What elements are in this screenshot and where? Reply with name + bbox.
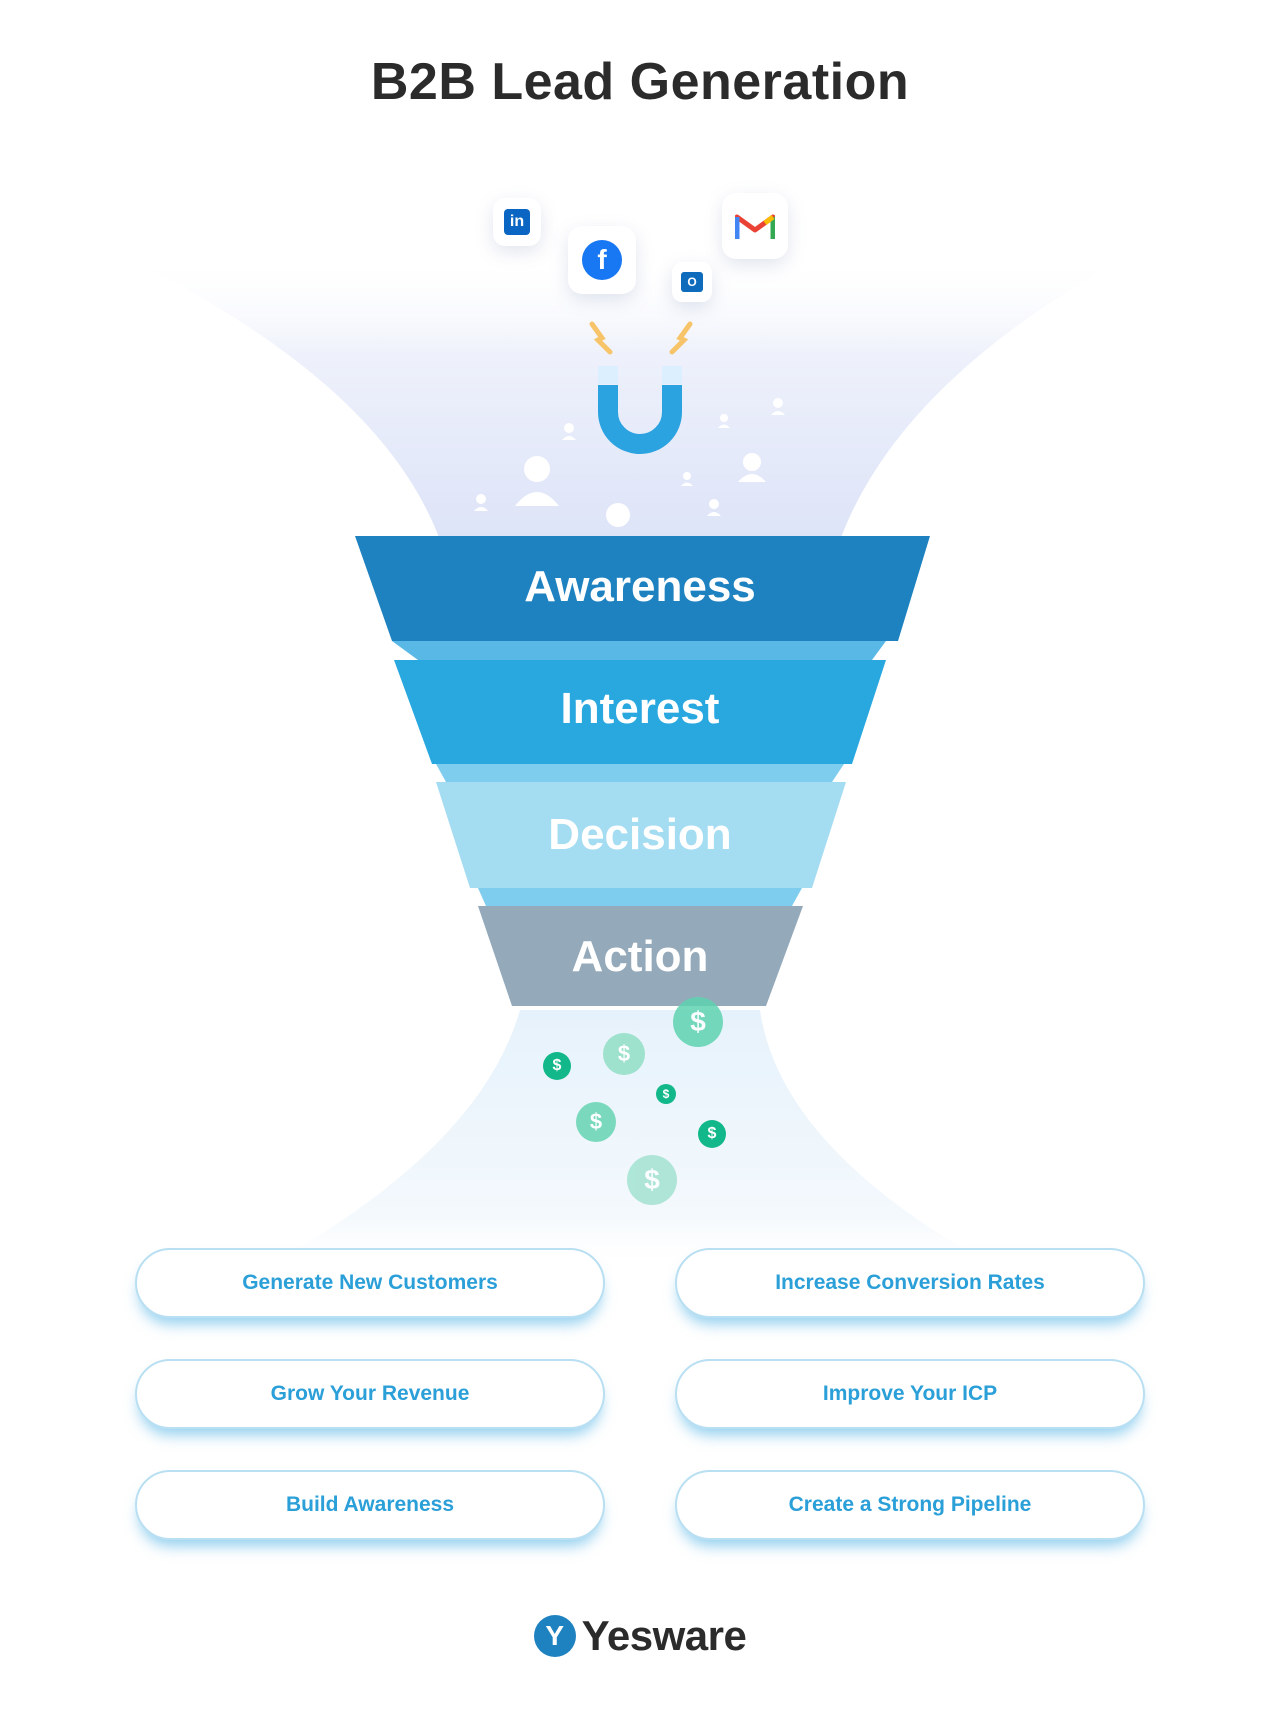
- funnel-fold-3: [478, 888, 802, 906]
- magnet-icon: [598, 366, 682, 454]
- benefit-generate-new-customers: Generate New Customers: [135, 1248, 605, 1318]
- stage-decision-label: Decision: [548, 810, 732, 859]
- dollar-coin-icon: $: [576, 1102, 616, 1142]
- stage-awareness-label: Awareness: [524, 562, 756, 611]
- linkedin-tile: in: [493, 198, 541, 246]
- linkedin-icon: in: [504, 209, 530, 235]
- dollar-coin-icon: $: [603, 1033, 645, 1075]
- benefit-create-a-strong-pipeline: Create a Strong Pipeline: [675, 1470, 1145, 1540]
- brand-name: Yesware: [581, 1612, 747, 1659]
- stage-interest-label: Interest: [560, 684, 720, 733]
- dollar-coin-icon: $: [673, 997, 723, 1047]
- stage-action-label: Action: [571, 932, 709, 981]
- spark-left-icon: [589, 321, 613, 355]
- facebook-icon: f: [582, 240, 622, 280]
- brand-logo: Y Yesware: [0, 1612, 1280, 1660]
- dollar-coin-icon: $: [543, 1052, 571, 1080]
- facebook-tile: f: [568, 226, 636, 294]
- benefit-improve-your-icp: Improve Your ICP: [675, 1359, 1145, 1429]
- yesware-logo-icon: Y: [533, 1615, 576, 1657]
- people-icons: [474, 398, 785, 548]
- outlook-tile: O: [672, 262, 712, 302]
- outlook-icon: O: [681, 272, 703, 292]
- benefit-grow-your-revenue: Grow Your Revenue: [135, 1359, 605, 1429]
- dollar-coin-icon: $: [656, 1084, 676, 1104]
- benefit-build-awareness: Build Awareness: [135, 1470, 605, 1540]
- gmail-icon: [735, 214, 775, 239]
- stage-awareness-band: [355, 536, 930, 641]
- dollar-coin-icon: $: [627, 1155, 677, 1205]
- benefit-increase-conversion-rates: Increase Conversion Rates: [675, 1248, 1145, 1318]
- page-title: B2B Lead Generation: [370, 53, 910, 111]
- stage-decision-band: [436, 782, 846, 888]
- stage-interest-band: [394, 660, 886, 764]
- stage-action-band: [478, 906, 803, 1006]
- funnel-fold-2: [436, 764, 844, 782]
- funnel-fold-1: [392, 641, 886, 660]
- spark-right-icon: [669, 321, 693, 355]
- gmail-tile: [722, 193, 788, 259]
- dollar-coin-icon: $: [698, 1120, 726, 1148]
